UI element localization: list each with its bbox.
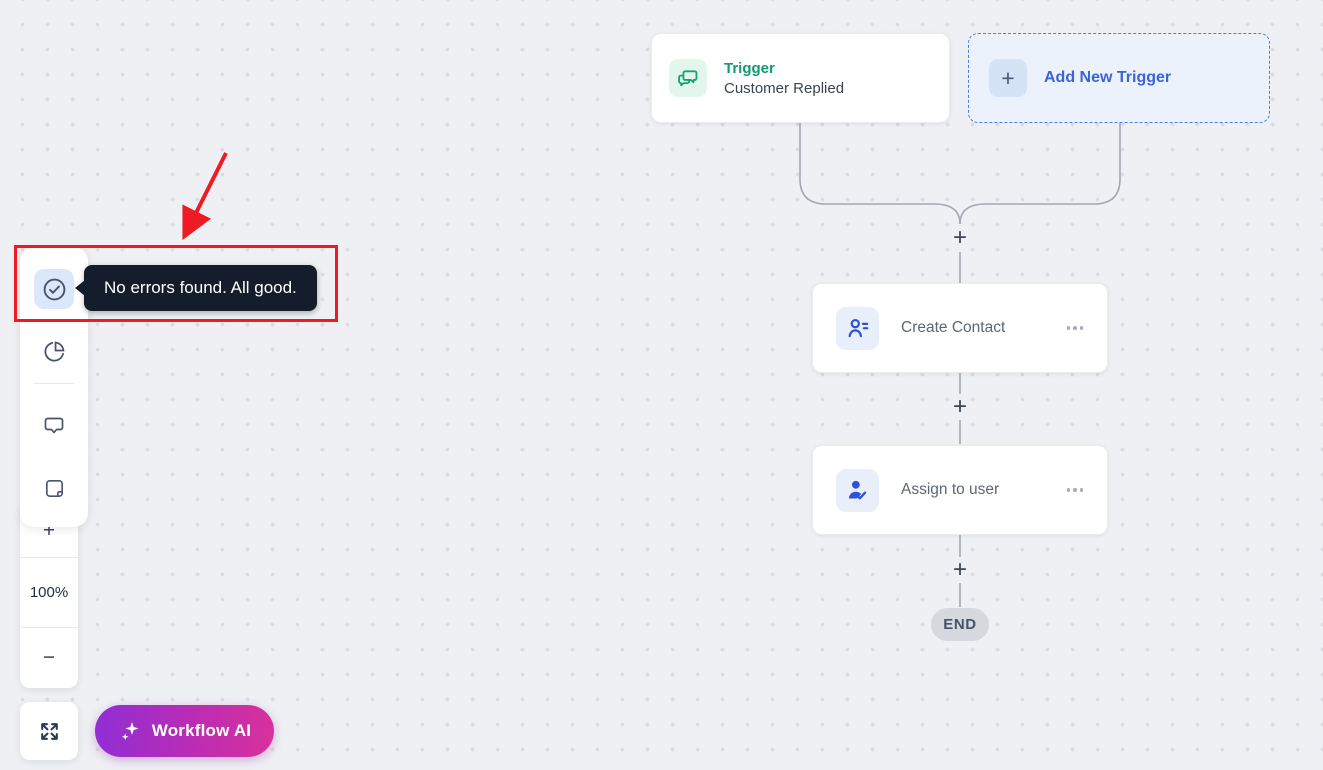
notes-button[interactable]: [34, 475, 74, 501]
action-node-create-contact[interactable]: Create Contact: [812, 283, 1108, 373]
end-node: END: [931, 608, 989, 641]
workflow-ai-button[interactable]: Workflow AI: [95, 705, 274, 757]
action-node-assign-to-user[interactable]: Assign to user: [812, 445, 1108, 535]
chat-bubble-icon: [44, 417, 64, 434]
validation-check-button[interactable]: [34, 269, 74, 309]
stats-button[interactable]: [34, 338, 74, 364]
fullscreen-button[interactable]: [20, 702, 78, 760]
sparkles-icon: [121, 722, 139, 741]
validation-tooltip: No errors found. All good.: [75, 265, 317, 311]
trigger-node[interactable]: Trigger Customer Replied: [651, 33, 950, 123]
ellipsis-menu-icon[interactable]: [1065, 322, 1086, 334]
add-action-button[interactable]: +: [952, 556, 967, 583]
toolbar-divider: [34, 383, 74, 384]
add-action-button[interactable]: +: [952, 224, 967, 251]
tooltip-text: No errors found. All good.: [104, 278, 297, 297]
ellipsis-menu-icon[interactable]: [1065, 484, 1086, 496]
plus-icon: +: [989, 59, 1027, 97]
user-check-icon: [836, 468, 879, 512]
note-icon: [45, 479, 63, 497]
workflow-ai-label: Workflow AI: [151, 721, 252, 740]
trigger-texts: Trigger Customer Replied: [724, 60, 844, 97]
chat-reply-icon: [669, 59, 707, 97]
zoom-controls-panel: + 100% −: [20, 505, 78, 688]
add-new-trigger-button[interactable]: + Add New Trigger: [968, 33, 1270, 123]
trigger-type-label: Trigger: [724, 59, 775, 77]
add-new-trigger-label: Add New Trigger: [1044, 69, 1172, 86]
trigger-event-label: Customer Replied: [724, 79, 845, 97]
check-circle-icon: [43, 278, 65, 300]
pie-chart-icon: [44, 341, 64, 361]
action-label: Create Contact: [901, 319, 1006, 336]
zoom-out-button[interactable]: −: [42, 646, 56, 669]
contact-add-icon: [836, 306, 879, 350]
tooltip-arrow: [75, 280, 85, 296]
zoom-level: 100%: [20, 558, 78, 628]
action-label: Assign to user: [901, 481, 1000, 498]
comments-button[interactable]: [34, 413, 74, 439]
expand-icon: [40, 722, 58, 740]
add-action-button[interactable]: +: [952, 393, 967, 420]
